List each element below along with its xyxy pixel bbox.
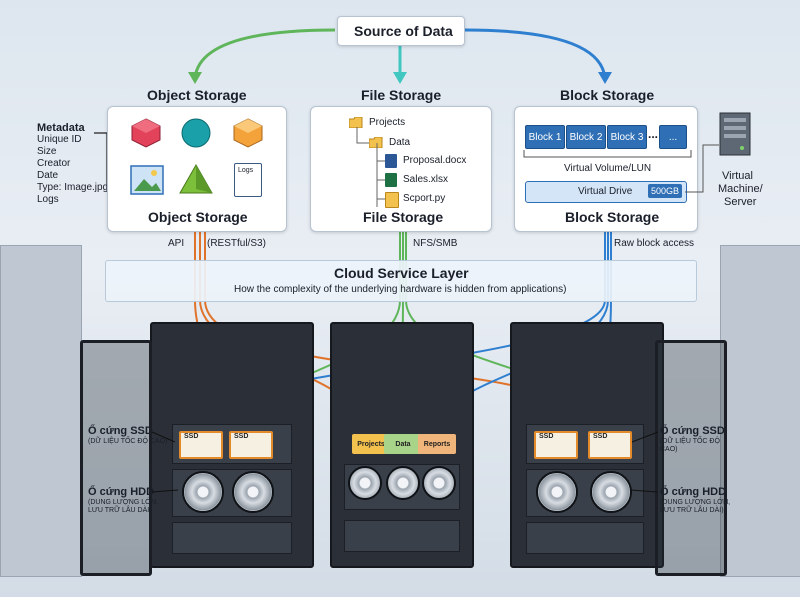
- cloud-layer-title: Cloud Service Layer: [334, 265, 469, 281]
- ssd-right-subtitle-2: CAO): [660, 446, 678, 453]
- block-item: Block 2: [566, 125, 606, 149]
- hdd-left-title: Ổ cứng HDD: [88, 486, 155, 498]
- ssd-right-title: Ổ cứng SSD: [660, 425, 725, 437]
- object-storage-caption: Object Storage: [148, 209, 248, 225]
- right-background-rack: [720, 245, 800, 577]
- folder-block: Projects: [352, 434, 390, 454]
- rack-slot: [172, 522, 292, 554]
- source-of-data-label: Source of Data: [354, 23, 453, 39]
- left-background-rack: [0, 245, 82, 577]
- folder-icon: [369, 137, 383, 148]
- block-item: Block 3: [607, 125, 647, 149]
- protocol-api: API: [168, 238, 185, 249]
- left-storage-rack: SSD SSD: [150, 322, 314, 568]
- server-icon: [719, 112, 751, 156]
- tree-connector-lines: [356, 127, 385, 207]
- file-storage-panel: Projects Data Proposal.docx Sales.xlsx S…: [310, 106, 492, 232]
- object-storage-panel: Logs Object Storage: [107, 106, 287, 232]
- metadata-item: Type: Image.jpg: [37, 182, 109, 193]
- tree-data: Data: [389, 137, 411, 148]
- ssd-left-subtitle: (DỮ LIỆU TỐC ĐỘ CAO): [88, 438, 168, 445]
- ssd-right-subtitle-1: (DỮ LIỆU TỐC ĐỘ: [660, 438, 720, 445]
- file-storage-heading: File Storage: [361, 87, 442, 103]
- hdd-platter-icon: [386, 466, 420, 500]
- hdd-right-subtitle-2: LƯU TRỮ LÂU DÀI): [660, 507, 724, 514]
- hdd-platter-icon: [422, 466, 456, 500]
- folder-block: Reports: [418, 434, 456, 454]
- volume-bracket: [523, 150, 692, 158]
- ssd-drive: SSD: [229, 431, 273, 459]
- protocol-raw-block: Raw block access: [614, 238, 695, 249]
- volume-label: Virtual Volume/LUN: [564, 163, 652, 174]
- cloud-service-layer: Cloud Service Layer How the complexity o…: [105, 260, 697, 302]
- drive-connector-line: [685, 144, 719, 193]
- block-storage-caption: Block Storage: [565, 209, 660, 225]
- hdd-right-subtitle-1: (DUNG LƯỢNG LỚN,: [660, 499, 731, 506]
- blocks-ellipsis: ...: [648, 127, 659, 141]
- tree-sales: Sales.xlsx: [403, 174, 449, 185]
- sphere-teal-icon: [181, 118, 211, 148]
- ssd-drive: SSD: [179, 431, 223, 459]
- metadata-item: Logs: [37, 194, 59, 205]
- block-storage-heading: Block Storage: [560, 87, 655, 103]
- metadata-item: Size: [37, 146, 57, 157]
- vm-label-1: Virtual: [722, 170, 753, 182]
- metadata-item: Date: [37, 170, 59, 181]
- hdd-platter-icon: [590, 471, 632, 513]
- right-rack-door: [655, 340, 727, 576]
- cloud-layer-subtitle: How the complexity of the underlying har…: [234, 284, 567, 295]
- file-storage-caption: File Storage: [363, 209, 444, 225]
- hdd-platter-icon: [536, 471, 578, 513]
- python-file-icon: [385, 192, 399, 208]
- ssd-drive: SSD: [588, 431, 632, 459]
- drive-size-value: 500GB: [651, 186, 680, 196]
- metadata-item: Creator: [37, 158, 71, 169]
- block-item: ...: [659, 125, 687, 149]
- folder-icon: [349, 117, 363, 128]
- vm-label-2: Machine/: [718, 183, 763, 195]
- source-of-data-box: Source of Data: [337, 16, 465, 46]
- tree-projects: Projects: [369, 117, 406, 128]
- block-storage-panel: Block 1 Block 2 Block 3 ... ... Virtual …: [514, 106, 698, 232]
- block-item: Block 1: [525, 125, 565, 149]
- hdd-left-subtitle-2: LƯU TRỮ LÂU DÀI): [88, 507, 152, 514]
- excel-file-icon: [385, 173, 397, 187]
- word-file-icon: [385, 154, 397, 168]
- virtual-drive-bar: Virtual Drive 500GB: [525, 181, 687, 203]
- vm-label-3: Server: [724, 196, 757, 208]
- left-rack-door: [80, 340, 152, 576]
- object-storage-heading: Object Storage: [147, 87, 247, 103]
- logs-icon-label: Logs: [238, 167, 254, 174]
- metadata-title: Metadata: [37, 122, 85, 134]
- hdd-platter-icon: [232, 471, 274, 513]
- right-storage-rack: SSD SSD: [510, 322, 664, 568]
- protocol-nfs: NFS/SMB: [413, 238, 458, 249]
- virtual-drive-label: Virtual Drive: [578, 186, 633, 197]
- rack-slot: [344, 520, 460, 552]
- logs-document-icon: Logs: [234, 163, 262, 197]
- hdd-left-subtitle-1: (DUNG LƯỢNG LỚN,: [88, 499, 159, 506]
- tree-proposal: Proposal.docx: [403, 155, 467, 166]
- hdd-platter-icon: [182, 471, 224, 513]
- cube-red-icon: [131, 118, 161, 148]
- pyramid-green-icon: [179, 163, 213, 194]
- folder-block: Data: [384, 434, 422, 454]
- ssd-drive: SSD: [534, 431, 578, 459]
- cube-orange-icon: [233, 118, 263, 148]
- drive-size-badge: 500GB: [648, 184, 682, 198]
- hdd-right-title: Ổ cứng HDD: [660, 486, 727, 498]
- rack-slot: [526, 522, 644, 554]
- metadata-item: Unique ID: [37, 134, 82, 145]
- center-storage-rack: Projects Data Reports: [330, 322, 474, 568]
- protocol-rest: (RESTful/S3): [207, 238, 266, 249]
- hdd-platter-icon: [348, 466, 382, 500]
- image-file-icon: [130, 165, 164, 195]
- tree-script: Scport.py: [403, 193, 446, 204]
- ssd-left-title: Ổ cứng SSD: [88, 425, 153, 437]
